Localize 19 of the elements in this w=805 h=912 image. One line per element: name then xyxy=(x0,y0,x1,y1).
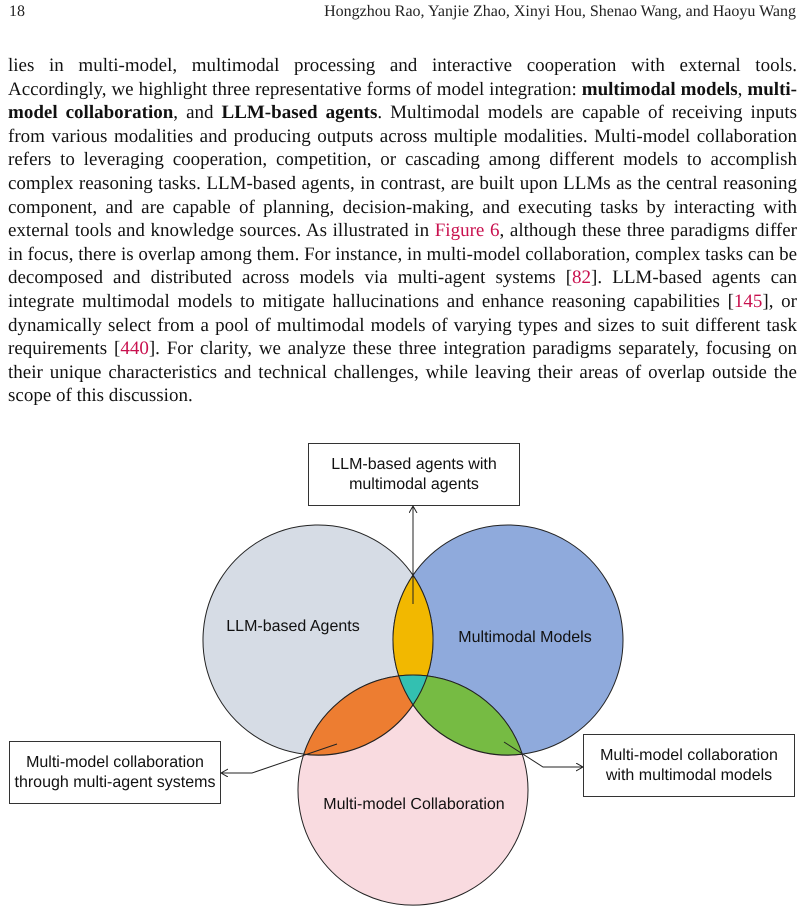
callout-text: Multi-model collaboration through multi-agent systems xyxy=(14,752,216,792)
overlap-region xyxy=(303,675,414,756)
citation-link: 440 xyxy=(120,338,149,360)
citation-link: 145 xyxy=(734,290,762,312)
callout-text: Multi-model collaboration with multimodal models xyxy=(599,746,779,786)
circle-label: LLM-based Agents xyxy=(226,616,360,637)
callout-box xyxy=(583,734,795,797)
overlap-region xyxy=(412,675,523,756)
citation-link: 82 xyxy=(572,267,592,288)
running-header: Hongzhou Rao, Yanjie Zhao, Xinyi Hou, Shenao Wang, and Haoyu Wang xyxy=(324,2,796,22)
body-paragraph: lies in multi-model, multimodal processing and interactive cooperation with external tools. Accordingly, we highlight three representative forms of model integration: multimodal models, multi-model collaboration, and LLM-based agents. Multimodal models are capable of receiving inputs from various modalities and producing outputs across multiple modalities. Multi-model collaboration refers to leveraging cooperation, competition, or cascading among different models to accomplish complex reasoning tasks. LLM-based agents, in contrast, are built upon LLMs as the central reasoning component, and are capable of planning, decision-making, and executing tasks by interacting with external tools and knowledge sources. As illustrated in Figure 6, although these three paradigms differ in focus, there is overlap among them. For instance, in multi-model collaboration, complex tasks can be decomposed and distributed across models via multi-agent systems [82]. LLM-based agents can integrate multimodal models to mitigate hallucinations and enhance reasoning capabilities [145], or dynamically select from a pool of multimodal models of varying types and sizes to suit different task requirements [440]. For clarity, we analyze these three integration paradigms separately, focusing on their unique characteristics and technical challenges, while leaving their areas of overlap outside the scope of this discussion. xyxy=(8,54,797,408)
overlap-region xyxy=(392,574,434,676)
callout-box xyxy=(308,443,520,506)
figure-link: Figure 6 xyxy=(434,220,500,242)
page-number: 18 xyxy=(9,2,25,22)
callout-box xyxy=(9,741,221,804)
circle-label: Multi-model Collaboration xyxy=(323,794,505,815)
circle-label: Multimodal Models xyxy=(458,628,592,648)
callout-text: LLM-based agents with multimodal agents xyxy=(330,454,498,494)
